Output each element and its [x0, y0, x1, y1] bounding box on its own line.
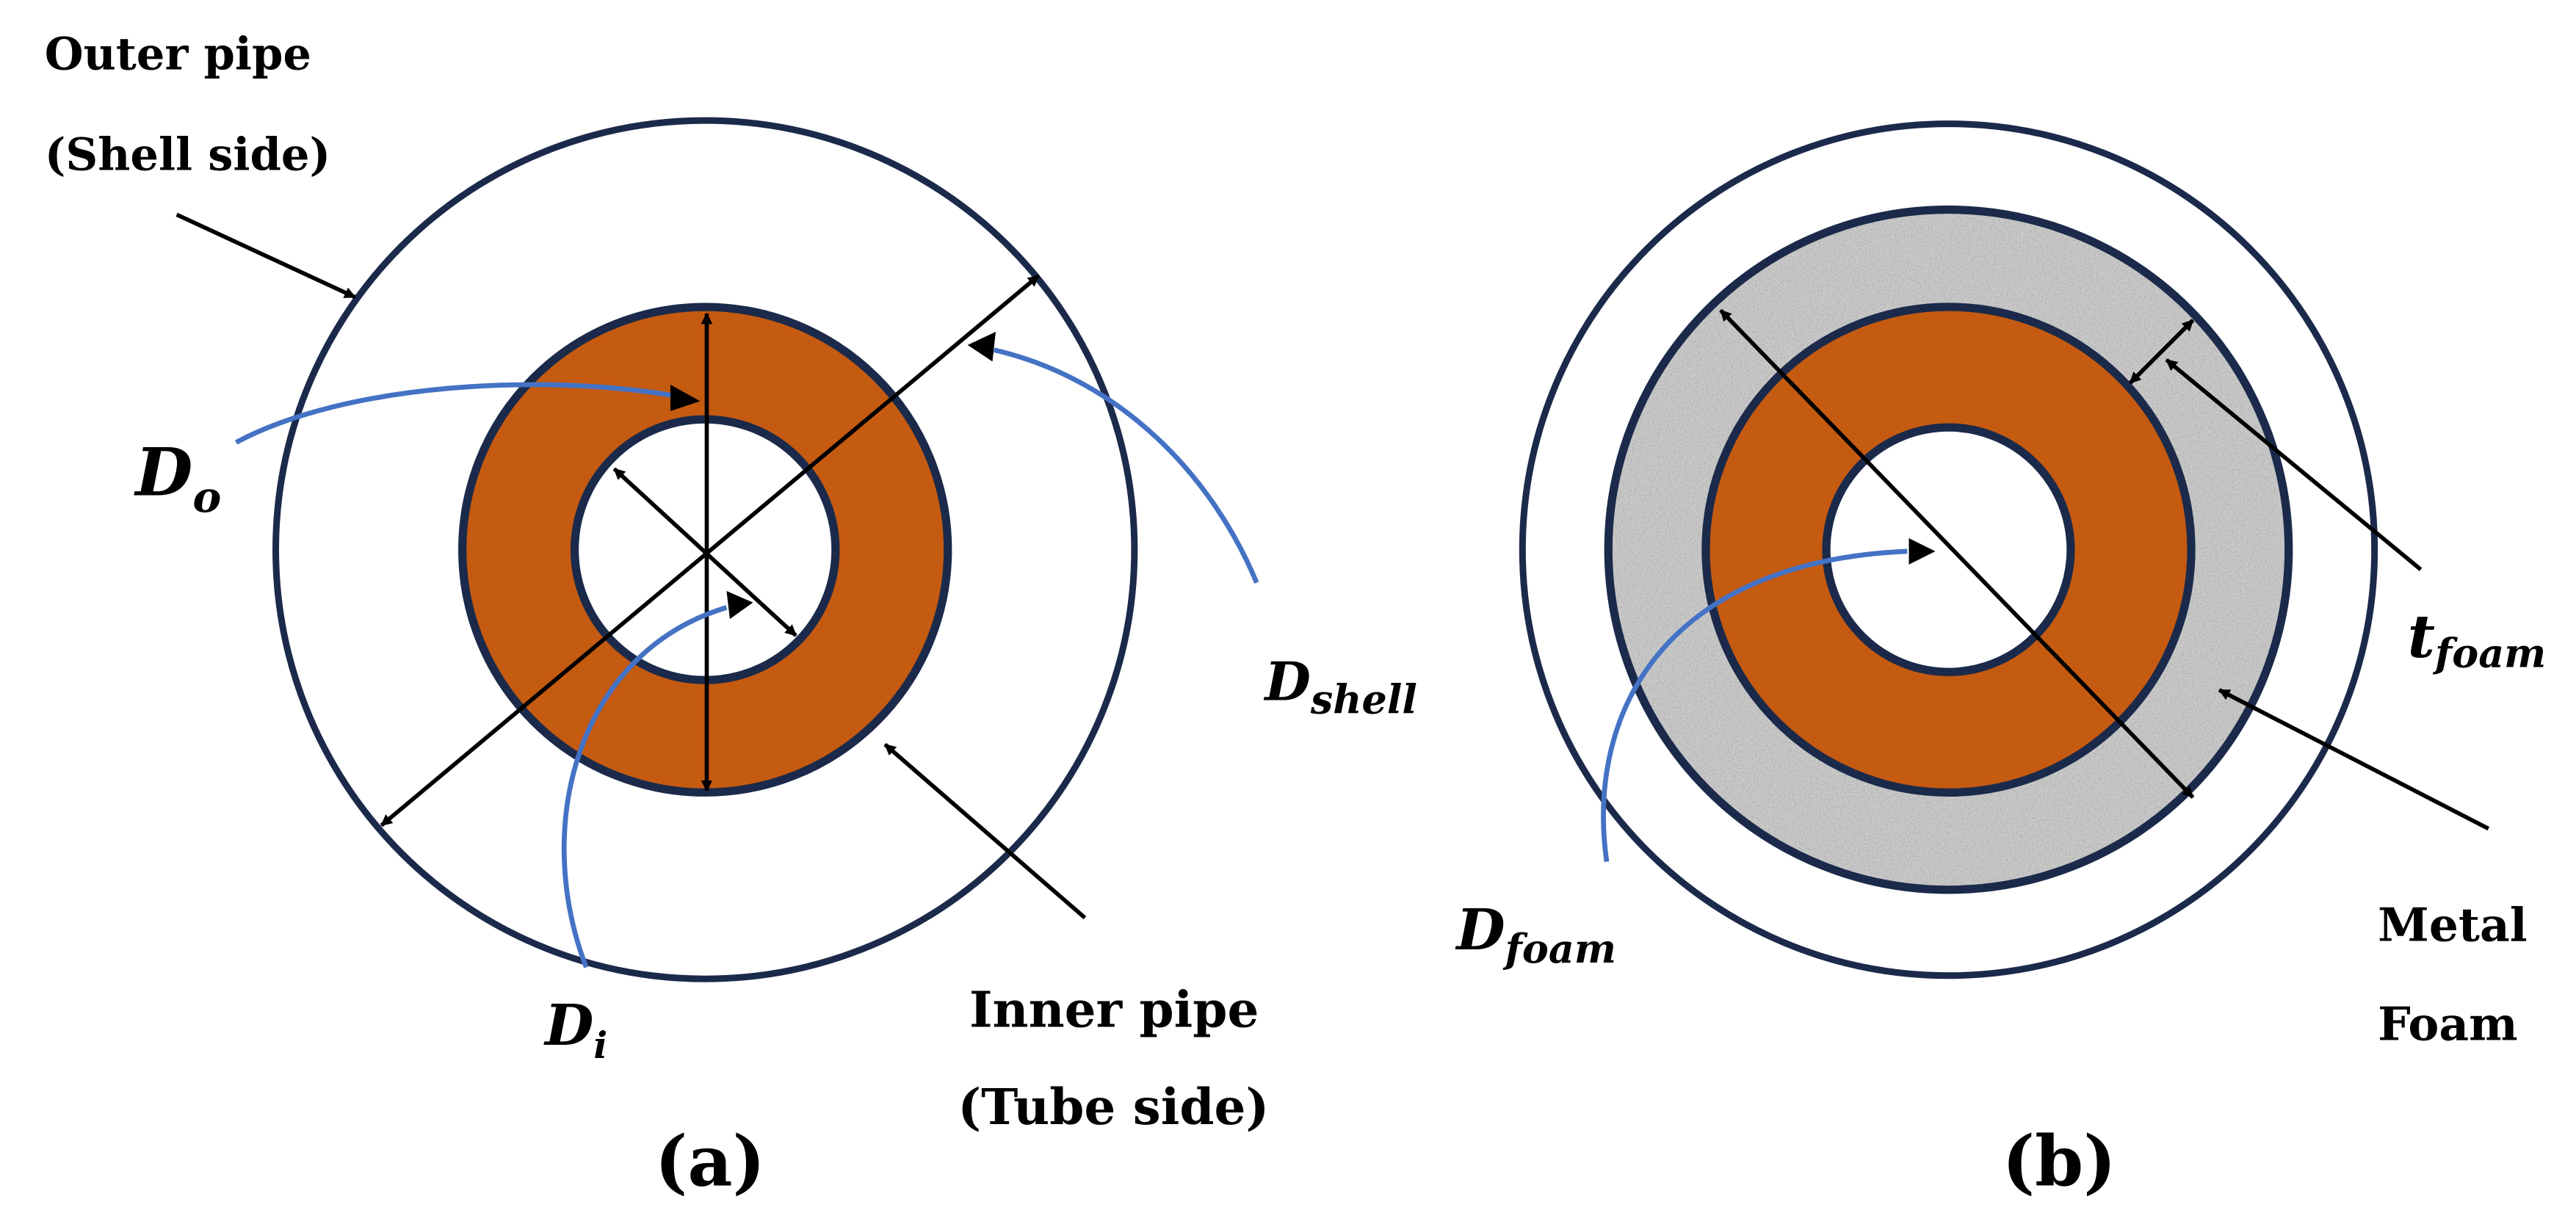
d-o-leader-arrowhead — [670, 384, 701, 411]
panel-a: Outer pipe (Shell side) Inner pipe (Tube… — [45, 28, 1417, 1202]
outer-pipe-sublabel: (Shell side) — [45, 129, 331, 181]
outer-pipe-shell — [272, 117, 1138, 982]
d-i-dimension-arrow — [612, 467, 797, 637]
t-foam-pointer-arrow — [2165, 358, 2423, 571]
d-foam-leader-arrowhead — [1909, 537, 1936, 565]
inner-pipe-pointer-arrow — [883, 742, 1087, 920]
d-foam-dimension-arrow — [1719, 308, 2195, 799]
metal-foam-pointer-arrow — [2218, 688, 2490, 831]
panel-b: Dfoam tfoam Metal Foam (b) — [1455, 120, 2547, 1202]
panel-b-caption: (b) — [2002, 1120, 2116, 1202]
metal-foam-outer-edge — [1604, 205, 2293, 894]
d-shell-label: Dshell — [1264, 650, 1417, 722]
outer-pipe-shell — [1519, 120, 2378, 979]
outer-pipe-pointer-arrow — [176, 212, 356, 300]
t-foam-dimension-arrow — [2128, 319, 2195, 385]
metal-foam-label: Metal — [2378, 898, 2528, 952]
d-shell-leader-arrowhead — [967, 331, 996, 362]
inner-pipe-sublabel: (Tube side) — [958, 1078, 1269, 1136]
d-shell-leader-line — [993, 347, 1259, 584]
outer-pipe-label: Outer pipe — [45, 28, 311, 80]
d-foam-leader-line — [1601, 548, 1908, 863]
inner-pipe-label: Inner pipe — [969, 980, 1259, 1038]
d-i-label: Di — [543, 993, 607, 1067]
panel-a-caption: (a) — [655, 1120, 766, 1202]
d-o-label: Do — [133, 434, 221, 521]
d-foam-label: Dfoam — [1455, 897, 1616, 972]
metal-foam-label-line-2: Foam — [2378, 996, 2518, 1051]
t-foam-label: tfoam — [2408, 602, 2547, 676]
d-o-leader-line — [234, 382, 678, 445]
d-i-leader-arrowhead — [726, 590, 753, 620]
d-i-leader-line — [561, 605, 728, 968]
